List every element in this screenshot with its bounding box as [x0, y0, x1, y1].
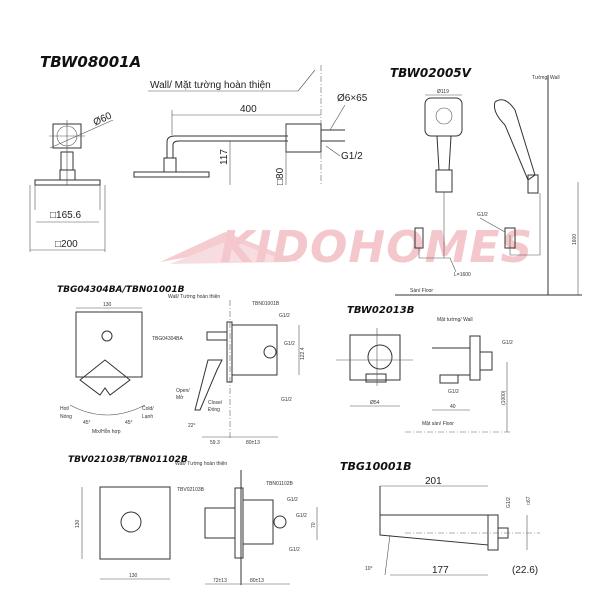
tbw02013b-title: TBW02013B — [347, 305, 414, 316]
sq200-label: □200 — [55, 239, 78, 250]
kidohomes-watermark: KIDOHOMES — [160, 222, 533, 273]
cold-vi-label: Lạnh — [142, 414, 153, 420]
d72-label: 72±13 — [213, 578, 227, 584]
wall-label: Wall/ Mặt tường hoàn thiện — [150, 80, 271, 91]
cold-label: Cold/ — [142, 406, 154, 412]
h117-label: 117 — [219, 149, 230, 165]
tbv02103b-drawing: TBV02103B/TBN01102B 130 130 TBV02103B Wa… — [68, 455, 318, 585]
height-label: 1600 — [572, 234, 578, 245]
h70-label: 70 — [311, 522, 317, 528]
tbw08001a-title: TBW08001A — [40, 53, 141, 71]
deg10-label: 10° — [365, 566, 373, 572]
tbw02005v-drawing: TBW02005V Ø119 L=1600 G1/2 Tường/ Wall S… — [390, 66, 582, 296]
watermark-text: KIDOHOMES — [220, 222, 533, 273]
d226-label: (22.6) — [512, 565, 538, 576]
d59-label: 59.3 — [210, 440, 220, 446]
deg45b-label: 45° — [125, 420, 133, 426]
hose-label: L=1600 — [454, 272, 471, 278]
tbg04304ba-drawing: TBG04304BA/TBN01001B 130 TBG04304BA Hot/… — [57, 285, 306, 446]
wall-label: Mặt tường/ Wall — [437, 317, 473, 323]
sq67-label: □67 — [526, 496, 532, 505]
len400-label: 400 — [240, 104, 257, 115]
thread2-label: G1/2 — [448, 389, 459, 395]
wall-label: Tường/ Wall — [532, 75, 560, 81]
hot-label: Hot/ — [60, 406, 70, 412]
part-b-label: TBN01001B — [252, 301, 280, 307]
tbw02013b-drawing: TBW02013B Ø54 Mặt tường/ Wall G1/2 G1/2 … — [336, 305, 513, 433]
g3-label: G1/2 — [281, 397, 292, 403]
d80-label: 80±13 — [250, 578, 264, 584]
g2-label: G1/2 — [296, 513, 307, 519]
mix-label: Mix/Hỗn hợp — [92, 428, 121, 435]
thread-label: G1/2 — [477, 212, 488, 218]
tbg10001b-drawing: TBG10001B 201 G1/2 □67 10° 177 (22.6) — [340, 460, 540, 576]
part-a-label: TBV02103B — [177, 487, 205, 493]
part-b-label: TBN01102B — [266, 481, 294, 487]
h130-label: 130 — [75, 519, 81, 528]
sq165-label: □165.6 — [50, 210, 82, 221]
deg22-label: 22° — [188, 423, 196, 429]
tbg10001b-title: TBG10001B — [340, 460, 412, 473]
part-a-label: TBG04304BA — [152, 336, 184, 342]
wall-label: Wall/ Tường hoàn thiện — [168, 294, 220, 300]
tbg04304ba-title: TBG04304BA/TBN01001B — [57, 285, 185, 295]
d40-label: 40 — [450, 404, 456, 410]
w130-label: 130 — [103, 302, 112, 308]
thread-label: G1/2 — [341, 151, 363, 162]
height-label: (1000) — [501, 390, 507, 405]
close-label: Close/ — [208, 400, 223, 406]
tbw02005v-title: TBW02005V — [390, 66, 473, 80]
g1-label: G1/2 — [287, 497, 298, 503]
close-vi-label: Đóng — [208, 407, 220, 413]
w130-label: 130 — [129, 573, 138, 579]
open-vi-label: Mở — [176, 394, 184, 401]
deg45a-label: 45° — [83, 420, 91, 426]
dia-label: Ø119 — [437, 89, 449, 95]
len177-label: 177 — [432, 565, 449, 576]
floor-label: Mặt sàn/ Floor — [422, 421, 454, 427]
floor-label: Sàn/ Floor — [410, 288, 433, 294]
hot-vi-label: Nóng — [60, 414, 72, 420]
thread1-label: G1/2 — [502, 340, 513, 346]
h122-label: 122.4 — [300, 347, 306, 360]
sq80-label: □80 — [275, 167, 286, 185]
g3-label: G1/2 — [289, 547, 300, 553]
dia60-label: Ø60 — [92, 110, 114, 128]
tbv02103b-title: TBV02103B/TBN01102B — [68, 455, 188, 465]
d80-label: 80±13 — [246, 440, 260, 446]
dia-label: Ø54 — [370, 400, 380, 406]
g1-label: G1/2 — [279, 313, 290, 319]
pin-label: Ø6×65 — [337, 93, 368, 104]
tbw08001a-drawing: TBW08001A Ø60 □165.6 □200 Wall/ Mặt tườn… — [29, 53, 368, 252]
len201-label: 201 — [425, 476, 442, 487]
thread-label: G1/2 — [506, 497, 512, 508]
g2-label: G1/2 — [284, 341, 295, 347]
wall-label: Wall/ Tường hoàn thiện — [175, 461, 227, 467]
open-label: Open/ — [176, 388, 190, 394]
